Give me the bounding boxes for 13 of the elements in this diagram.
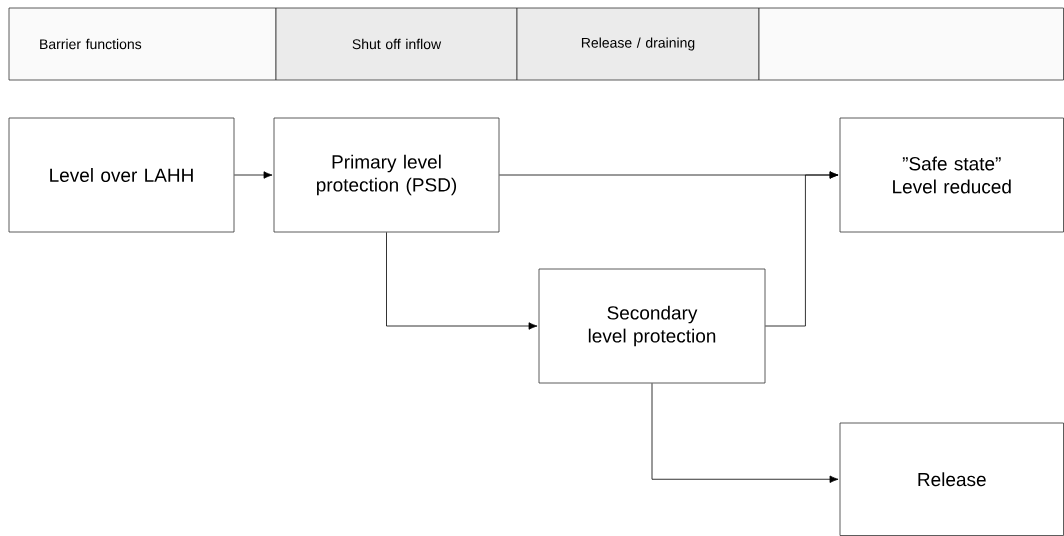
process-box: Secondary level protection xyxy=(538,268,766,384)
header-cell: Release / draining xyxy=(516,7,760,81)
header-cell xyxy=(758,7,1064,81)
process-box: ”Safe state” Level reduced xyxy=(839,117,1064,233)
process-box: Level over LAHH xyxy=(8,117,235,233)
arrow xyxy=(234,171,273,179)
process-box: Release xyxy=(839,422,1064,536)
arrow xyxy=(651,383,839,483)
process-box: Primary level protection (PSD) xyxy=(273,117,500,233)
arrow xyxy=(386,232,538,330)
arrow xyxy=(765,171,839,327)
header-cell: Barrier functions xyxy=(8,7,277,81)
header-cell: Shut off inflow xyxy=(275,7,518,81)
